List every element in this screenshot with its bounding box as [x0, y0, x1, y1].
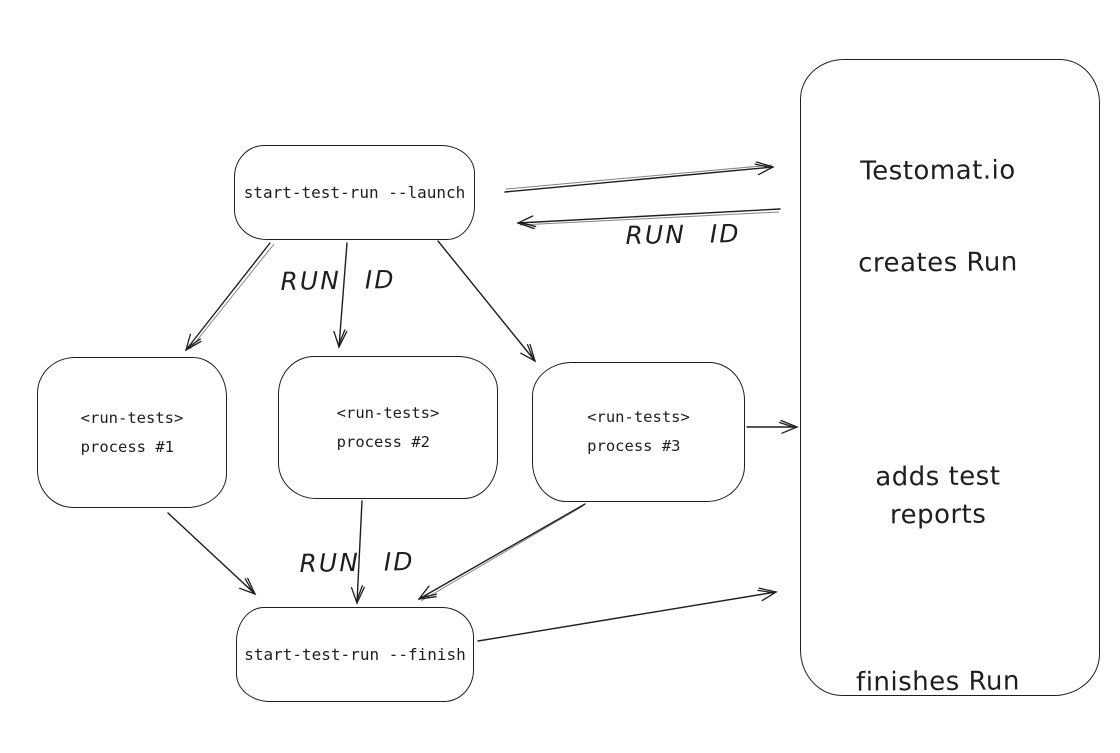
arrow-launch-to-process1-sketch: [189, 243, 275, 350]
creates-run-label: creates Run: [858, 247, 1018, 279]
finish-node-label: start-test-run --finish: [244, 645, 466, 664]
process-1-line1: <run-tests>: [80, 408, 184, 427]
arrow-finish-to-testomat: [477, 587, 778, 642]
process-1-label: <run-tests> process #1: [81, 404, 184, 462]
process-2-line2: process #2: [336, 432, 430, 451]
arrow-launch-to-testomat-sketch: [505, 164, 773, 190]
run-id-label-fanout: RUN ID: [280, 264, 396, 297]
process-3-line1: <run-tests>: [587, 408, 690, 426]
launch-node-label: start-test-run --launch: [243, 183, 466, 202]
adds-test-line2: reports: [889, 499, 987, 531]
run-id-label-response: RUN ID: [625, 218, 741, 251]
arrow-process3-to-finish: [417, 503, 586, 600]
adds-test-reports-label: adds test reports: [801, 457, 1076, 535]
testomat-title: Testomat.io: [860, 155, 1016, 187]
testomat-panel: Testomat.io creates Run adds test report…: [800, 59, 1100, 698]
process-3-label: <run-tests> process #3: [587, 403, 690, 461]
arrow-launch-to-process1: [184, 242, 271, 352]
adds-test-line1: adds test: [875, 461, 1001, 493]
arrow-launch-to-process3: [437, 240, 537, 363]
arrow-launch-to-process2: [333, 242, 348, 349]
run-id-label-collect: RUN ID: [299, 546, 415, 579]
process-1-node: <run-tests> process #1: [37, 357, 227, 508]
process-2-label: <run-tests> process #2: [337, 399, 440, 457]
finish-node: start-test-run --finish: [236, 607, 474, 702]
process-2-line1: <run-tests>: [336, 403, 440, 422]
process-2-node: <run-tests> process #2: [278, 356, 498, 499]
process-3-line2: process #3: [587, 437, 681, 455]
process-1-line2: process #1: [80, 437, 174, 456]
arrow-process3-to-finish-sketch: [420, 505, 584, 602]
launch-node: start-test-run --launch: [234, 145, 475, 240]
process-3-node: <run-tests> process #3: [532, 362, 745, 502]
finishes-run-label: finishes Run: [856, 666, 1020, 698]
arrow-process1-to-finish: [167, 512, 257, 596]
arrow-launch-to-testomat: [504, 161, 775, 193]
